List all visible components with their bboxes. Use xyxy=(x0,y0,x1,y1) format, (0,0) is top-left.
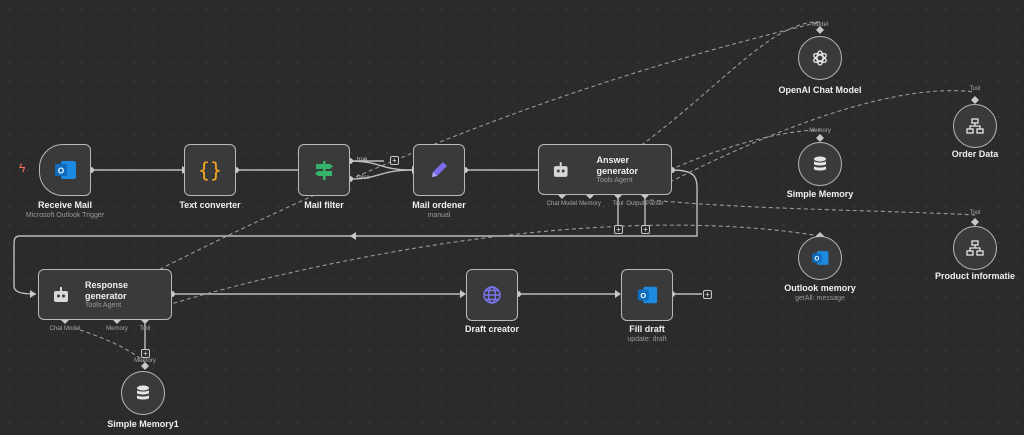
add-response-tool-button[interactable]: + xyxy=(141,349,150,358)
fill-draft-title: Fill draft xyxy=(629,324,665,334)
answer-generator-subtitle: Tools Agent xyxy=(596,177,633,184)
response-port-chat-model: Chat Model xyxy=(49,326,81,332)
node-mail-ordener[interactable] xyxy=(413,144,465,196)
svg-text:O: O xyxy=(815,256,820,263)
outlook-icon: O xyxy=(637,286,658,304)
draft-creator-title: Draft creator xyxy=(464,324,520,334)
response-generator-subtitle: Tools Agent xyxy=(85,302,122,309)
add-tool-button[interactable]: + xyxy=(614,225,623,234)
code-braces-icon: {} xyxy=(197,158,223,182)
robot-icon xyxy=(54,286,68,302)
openai-port-label: Model xyxy=(811,22,829,28)
openai-icon xyxy=(813,50,827,66)
node-mail-filter[interactable] xyxy=(298,144,350,196)
add-output-parser-button[interactable]: + xyxy=(641,225,650,234)
outlook-memory-subtitle: getAll: message xyxy=(795,295,845,302)
node-answer-generator[interactable]: Answer generator Tools Agent xyxy=(538,144,672,195)
mail-ordener-title: Mail ordener xyxy=(412,200,466,210)
node-product-informatie[interactable] xyxy=(953,226,997,270)
node-fill-draft[interactable]: O xyxy=(621,269,673,321)
text-converter-title: Text converter xyxy=(179,200,241,210)
branch-false-label: false xyxy=(357,175,370,181)
openai-chat-model-title: OpenAI Chat Model xyxy=(778,85,862,95)
response-port-tool: Tool xyxy=(139,326,151,332)
answer-port-tool: Tool xyxy=(612,201,624,207)
svg-text:O: O xyxy=(58,167,64,176)
node-receive-mail[interactable]: O xyxy=(39,144,91,196)
simple-memory-port-label: Memory xyxy=(809,128,831,134)
database-icon xyxy=(137,385,149,400)
add-node-end-button[interactable]: + xyxy=(703,290,712,299)
response-port-memory: Memory xyxy=(106,326,128,332)
sitemap-icon xyxy=(966,118,984,134)
outlook-icon: O xyxy=(55,161,76,179)
trigger-bolt-icon: ϟ xyxy=(19,161,26,175)
order-data-port-label: Tool xyxy=(969,86,981,92)
svg-text:O: O xyxy=(640,291,646,300)
outlook-icon: O xyxy=(812,251,829,265)
database-icon xyxy=(814,156,826,171)
answer-generator-title: Answer generator xyxy=(596,155,638,176)
mail-ordener-subtitle: manual xyxy=(427,212,451,219)
simple-memory-title: Simple Memory xyxy=(786,189,854,199)
node-simple-memory1[interactable] xyxy=(121,371,165,415)
receive-mail-subtitle: Microsoft Outlook Trigger xyxy=(25,212,105,219)
pencil-icon xyxy=(432,162,447,177)
node-draft-creator[interactable] xyxy=(466,269,518,321)
node-order-data[interactable] xyxy=(953,104,997,148)
outlook-memory-title: Outlook memory xyxy=(784,283,856,293)
simple-memory1-port-label: Memory xyxy=(134,358,156,364)
signpost-icon xyxy=(315,161,333,180)
add-node-true-button[interactable]: + xyxy=(390,156,399,165)
product-informatie-port-label: Tool xyxy=(969,210,981,216)
receive-mail-title: Receive Mail xyxy=(37,200,93,210)
simple-memory1-title: Simple Memory1 xyxy=(107,419,179,429)
node-outlook-memory[interactable]: O xyxy=(798,236,842,280)
sitemap-icon xyxy=(966,240,984,256)
answer-port-memory: Memory xyxy=(579,201,601,207)
order-data-title: Order Data xyxy=(951,149,999,159)
product-informatie-title: Product informatie xyxy=(934,271,1016,281)
answer-port-chat-model: Chat Model xyxy=(546,201,578,207)
node-text-converter[interactable]: {} xyxy=(184,144,236,196)
response-generator-title: Response generator xyxy=(85,280,129,301)
fill-draft-subtitle: update: draft xyxy=(627,336,667,343)
globe-icon xyxy=(483,286,501,304)
node-openai-chat-model[interactable] xyxy=(798,36,842,80)
node-response-generator[interactable]: Response generator Tools Agent xyxy=(38,269,172,320)
node-simple-memory[interactable] xyxy=(798,142,842,186)
mail-filter-title: Mail filter xyxy=(304,200,344,210)
branch-true-label: true xyxy=(357,157,368,163)
answer-port-output-parser: Output Parser xyxy=(626,201,664,207)
robot-icon xyxy=(553,161,568,177)
